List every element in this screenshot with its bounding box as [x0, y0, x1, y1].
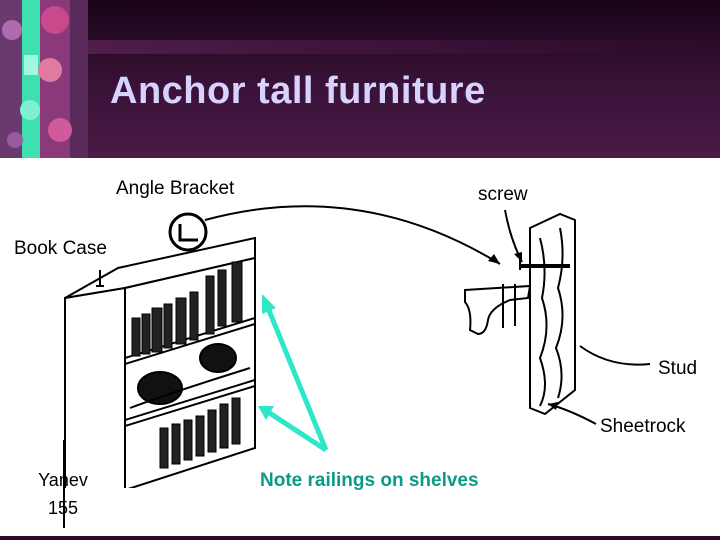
label-screw: screw	[478, 184, 528, 205]
bottom-rule	[0, 536, 720, 540]
label-book-case: Book Case	[14, 238, 107, 259]
wall-stud-drawing	[464, 212, 576, 416]
railing-arrows	[258, 294, 329, 453]
banner-band	[0, 40, 720, 54]
anchoring-diagram: Angle Bracket Book Case screw Stud Sheet…	[14, 178, 697, 488]
angle-bracket-icon	[168, 212, 208, 252]
bookcase-drawing	[64, 236, 256, 488]
decorative-strip-image	[0, 0, 88, 158]
page-number: 155	[47, 498, 79, 518]
stud-leader	[579, 345, 651, 366]
author-name: Yanev	[38, 470, 88, 490]
railings-note: Note railings on shelves	[260, 470, 479, 491]
label-angle-bracket: Angle Bracket	[116, 178, 235, 199]
title-banner: Anchor tall furniture	[0, 0, 720, 158]
slide-title: Anchor tall furniture	[110, 70, 486, 112]
label-stud: Stud	[658, 358, 697, 379]
label-sheetrock: Sheetrock	[600, 416, 686, 437]
footer-credit: Yanev 155	[18, 466, 108, 522]
leader-curve	[204, 205, 501, 265]
footer-divider	[63, 440, 65, 528]
